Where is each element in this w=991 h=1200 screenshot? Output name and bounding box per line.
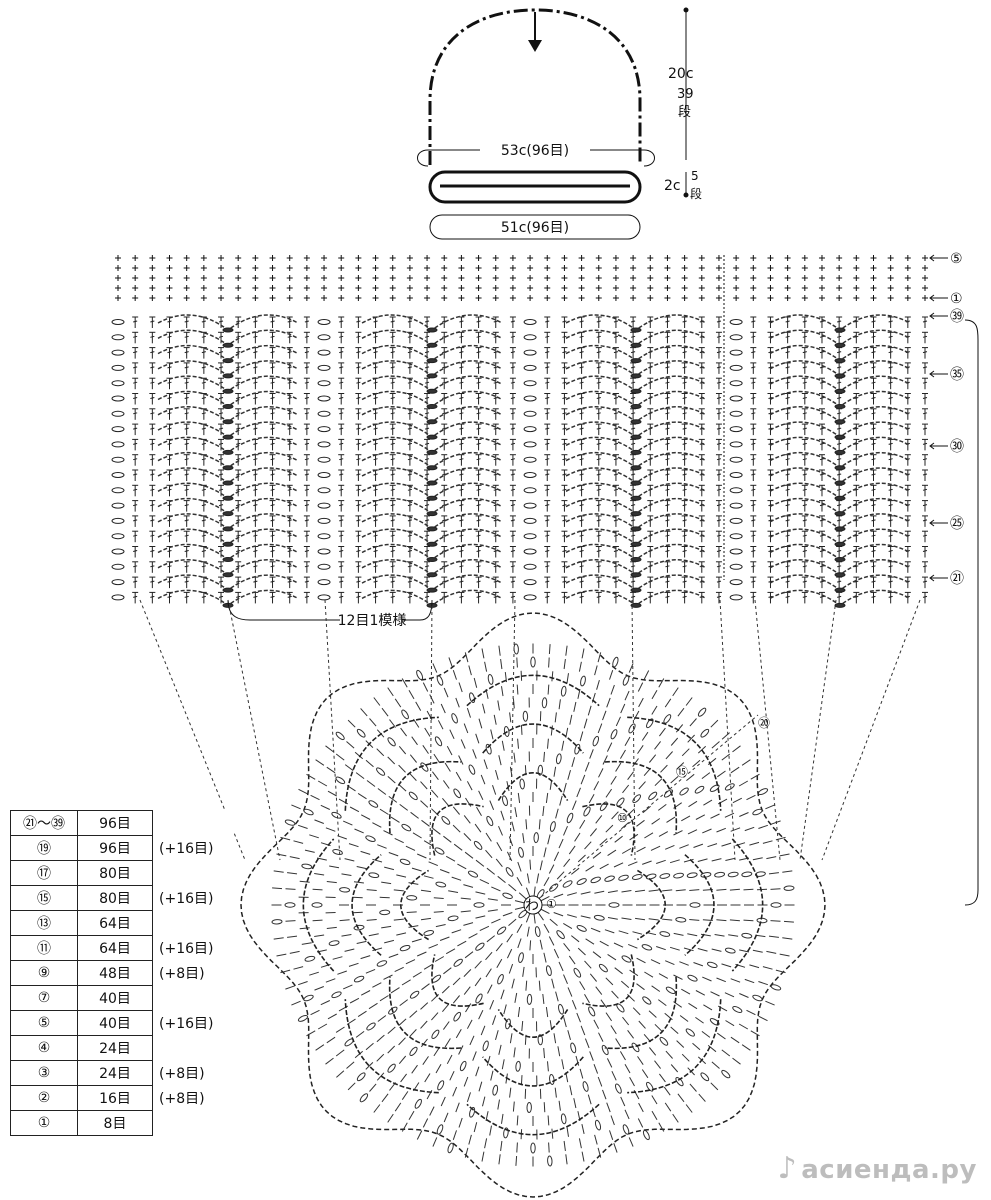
body-dc-rows xyxy=(111,314,928,608)
hat-crown-outline xyxy=(428,8,642,165)
height-rows-unit: 段 xyxy=(678,105,691,120)
round-cell: ② xyxy=(10,1085,78,1111)
height-rows-label: 39 xyxy=(677,87,694,102)
band-sc-rows xyxy=(115,255,928,301)
round-cell: ⑮ xyxy=(10,885,78,911)
round-cell: ⑲ xyxy=(10,835,78,861)
height-dim-top-dot xyxy=(683,7,689,13)
increase-cell: (+8目) xyxy=(152,1085,234,1111)
row-marker-39: ㊴ xyxy=(950,309,964,325)
round-marker-20: ⑳ xyxy=(758,716,770,730)
watermark-text: асиенда.ру xyxy=(801,1155,977,1185)
round-cell: ③ xyxy=(10,1060,78,1086)
increase-cell xyxy=(152,910,234,936)
center-magic-ring xyxy=(523,895,543,915)
round-cell: ④ xyxy=(10,1035,78,1061)
row-marker-35: ㉟ xyxy=(950,367,964,383)
count-cell: 80目 xyxy=(77,860,153,886)
round-marker-1: ① xyxy=(546,897,557,911)
count-cell: 40目 xyxy=(77,1010,153,1036)
band-height-label: 2c xyxy=(664,178,681,194)
crown-round-symbols xyxy=(271,643,795,1167)
round-cell: ⑤ xyxy=(10,1010,78,1036)
row-marker-1: ① xyxy=(950,291,963,307)
count-cell: 24目 xyxy=(77,1035,153,1061)
round-cell: ⑬ xyxy=(10,910,78,936)
count-cell: 48目 xyxy=(77,960,153,986)
band-dim-dot xyxy=(683,192,689,198)
side-stitch-chart xyxy=(111,255,928,608)
round-cell: ⑰ xyxy=(10,860,78,886)
row-marker-25: ㉕ xyxy=(950,516,964,532)
row-marker-arrows xyxy=(929,254,979,906)
crown-arrow-head xyxy=(528,40,542,52)
round-cell: ① xyxy=(10,1110,78,1136)
increase-cell xyxy=(152,860,234,886)
round-marker-15: ⑮ xyxy=(676,765,688,779)
increase-cell: (+16目) xyxy=(152,885,234,911)
music-note-icon: ♪ xyxy=(777,1151,798,1186)
row-marker-21: ㉑ xyxy=(950,571,964,587)
count-cell: 96目 xyxy=(77,835,153,861)
crown-round-chart xyxy=(240,612,826,1198)
count-cell: 40目 xyxy=(77,985,153,1011)
increase-cell: (+8目) xyxy=(152,960,234,986)
bottom-width-label: 51c(96目) xyxy=(501,220,569,236)
count-cell: 8目 xyxy=(77,1110,153,1136)
center-ring-label: わ xyxy=(525,898,539,914)
increase-cell xyxy=(152,810,234,836)
height-label: 20c xyxy=(668,66,694,82)
top-width-label: 53c(96目) xyxy=(501,143,569,159)
crown-chain-petals xyxy=(302,674,764,1136)
chart-right-brace xyxy=(964,319,979,906)
round-cell: ⑪ xyxy=(10,935,78,961)
hat-schematic xyxy=(417,7,689,240)
count-cell: 24目 xyxy=(77,1060,153,1086)
count-cell: 16目 xyxy=(77,1085,153,1111)
increase-cell: (+16目) xyxy=(152,935,234,961)
round-cell: ㉑〜㊴ xyxy=(10,810,78,836)
round-cell: ⑦ xyxy=(10,985,78,1011)
increase-cell: (+8目) xyxy=(152,1060,234,1086)
increase-cell xyxy=(152,985,234,1011)
increase-cell: (+16目) xyxy=(152,1010,234,1036)
increase-cell xyxy=(152,1035,234,1061)
hat-band xyxy=(428,170,642,204)
row-marker-30: ㉚ xyxy=(950,439,964,455)
row-marker-5: ⑤ xyxy=(950,251,963,267)
bottom-width-bracket xyxy=(429,214,641,240)
round-marker-10: ⑩ xyxy=(617,811,628,825)
count-cell: 80目 xyxy=(77,885,153,911)
chart-connector-lines xyxy=(139,599,921,861)
pattern-repeat-label: 12目1模様 xyxy=(338,613,407,629)
increase-cell xyxy=(152,1110,234,1136)
band-rows-unit: 段 xyxy=(690,186,702,201)
count-cell: 96目 xyxy=(77,810,153,836)
round-cell: ⑨ xyxy=(10,960,78,986)
count-cell: 64目 xyxy=(77,935,153,961)
count-cell: 64目 xyxy=(77,910,153,936)
round-start-line xyxy=(540,714,759,898)
band-rows-label: 5 xyxy=(691,169,699,183)
top-width-bracket xyxy=(417,149,655,167)
pattern-repeat-bracket xyxy=(227,599,433,621)
watermark: ♪асиенда.ру xyxy=(778,1151,977,1186)
increase-cell: (+16目) xyxy=(152,835,234,861)
